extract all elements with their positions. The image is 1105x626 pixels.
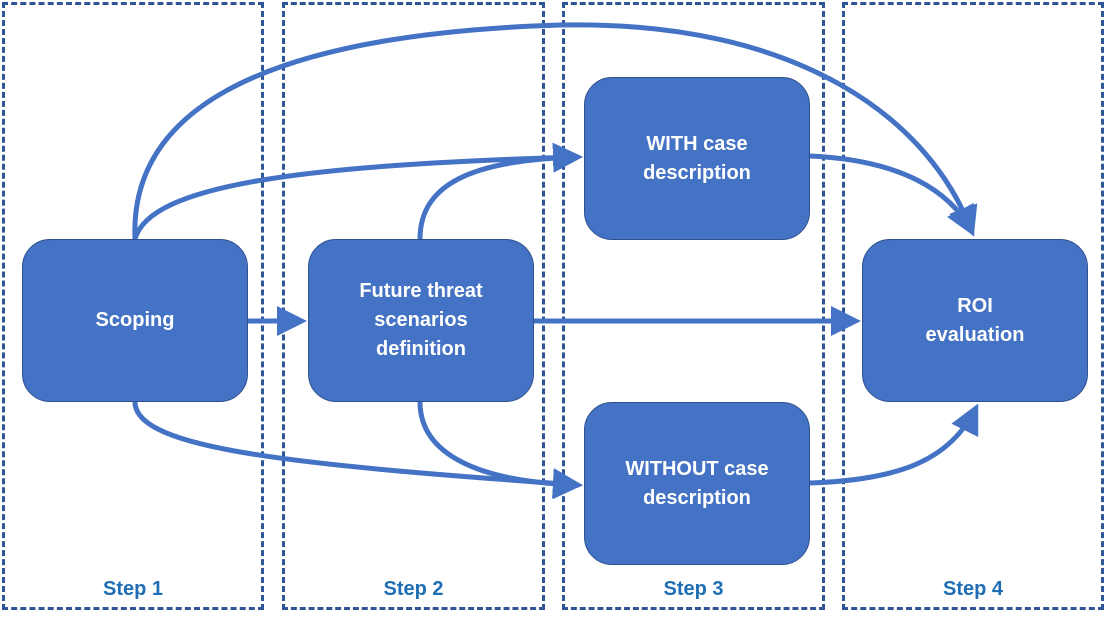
node-with-case: WITH case description xyxy=(584,77,810,240)
step-label: Step 3 xyxy=(663,578,724,600)
node-label: WITHOUT case description xyxy=(625,457,769,509)
step-label: Step 2 xyxy=(383,578,444,600)
step-column-3: Step 3 xyxy=(562,2,825,610)
node-future-threat-scenarios: Future threat scenarios definition xyxy=(308,239,534,402)
node-label: ROI evaluation xyxy=(925,294,1025,346)
step-column-1: Step 1 xyxy=(2,2,264,610)
node-label: Scoping xyxy=(95,309,175,331)
step-label: Step 1 xyxy=(102,578,164,600)
node-label: WITH case description xyxy=(643,132,751,184)
node-without-case: WITHOUT case description xyxy=(584,402,810,565)
node-label: Future threat scenarios definition xyxy=(359,280,483,360)
node-scoping: Scoping xyxy=(22,239,248,402)
step-label: Step 4 xyxy=(942,578,1004,600)
node-roi-evaluation: ROI evaluation xyxy=(862,239,1088,402)
